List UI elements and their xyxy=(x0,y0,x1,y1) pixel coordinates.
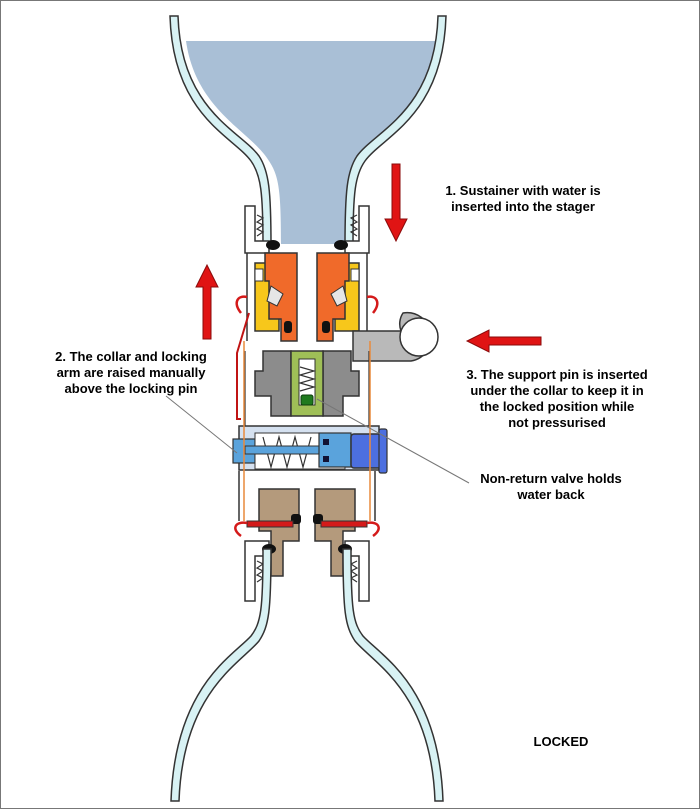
base-left xyxy=(258,488,300,577)
step3-label: 3. The support pin is inserted under the… xyxy=(447,367,667,431)
base xyxy=(234,488,380,577)
state-label: LOCKED xyxy=(533,734,589,749)
valve-line2: water back xyxy=(517,487,585,502)
leader-line-collar xyxy=(165,395,238,454)
base-right xyxy=(314,488,356,577)
valve-label: Non-return valve holds water back xyxy=(461,471,641,503)
arrow-down-icon xyxy=(384,163,408,243)
leader-line-valve xyxy=(316,398,470,484)
non-return-valve xyxy=(290,350,324,417)
locking-pin-assembly xyxy=(232,425,388,474)
bottom-bottle xyxy=(170,548,444,802)
arrow-left-icon xyxy=(465,329,542,353)
body-left xyxy=(254,350,292,417)
collar xyxy=(235,252,379,342)
step1-line1: 1. Sustainer with water is xyxy=(445,183,601,198)
step3-line4: not pressurised xyxy=(508,415,606,430)
step3-line3: the locked position while xyxy=(479,399,635,414)
water xyxy=(186,41,438,244)
step1-line2: inserted into the stager xyxy=(451,199,595,214)
step2-line3: above the locking pin xyxy=(64,381,198,396)
valve-line1: Non-return valve holds xyxy=(480,471,622,486)
step3-line1: 3. The support pin is inserted xyxy=(466,367,648,382)
release-button xyxy=(350,433,382,469)
step2-line1: 2. The collar and locking xyxy=(55,349,207,364)
bottom-bottle-right-wall xyxy=(342,548,444,802)
arrow-up-icon xyxy=(195,263,219,340)
arrows xyxy=(195,163,542,353)
step3-line2: under the collar to keep it in xyxy=(470,383,644,398)
step2-label: 2. The collar and locking arm are raised… xyxy=(31,349,231,397)
stager-body xyxy=(254,311,439,417)
top-neck-housing xyxy=(244,205,370,254)
step1-label: 1. Sustainer with water is inserted into… xyxy=(413,183,633,215)
step2-line2: arm are raised manually xyxy=(56,365,206,380)
top-bottle xyxy=(169,15,447,247)
side-frame xyxy=(236,312,376,521)
bottom-bottle-left-wall xyxy=(170,548,272,802)
